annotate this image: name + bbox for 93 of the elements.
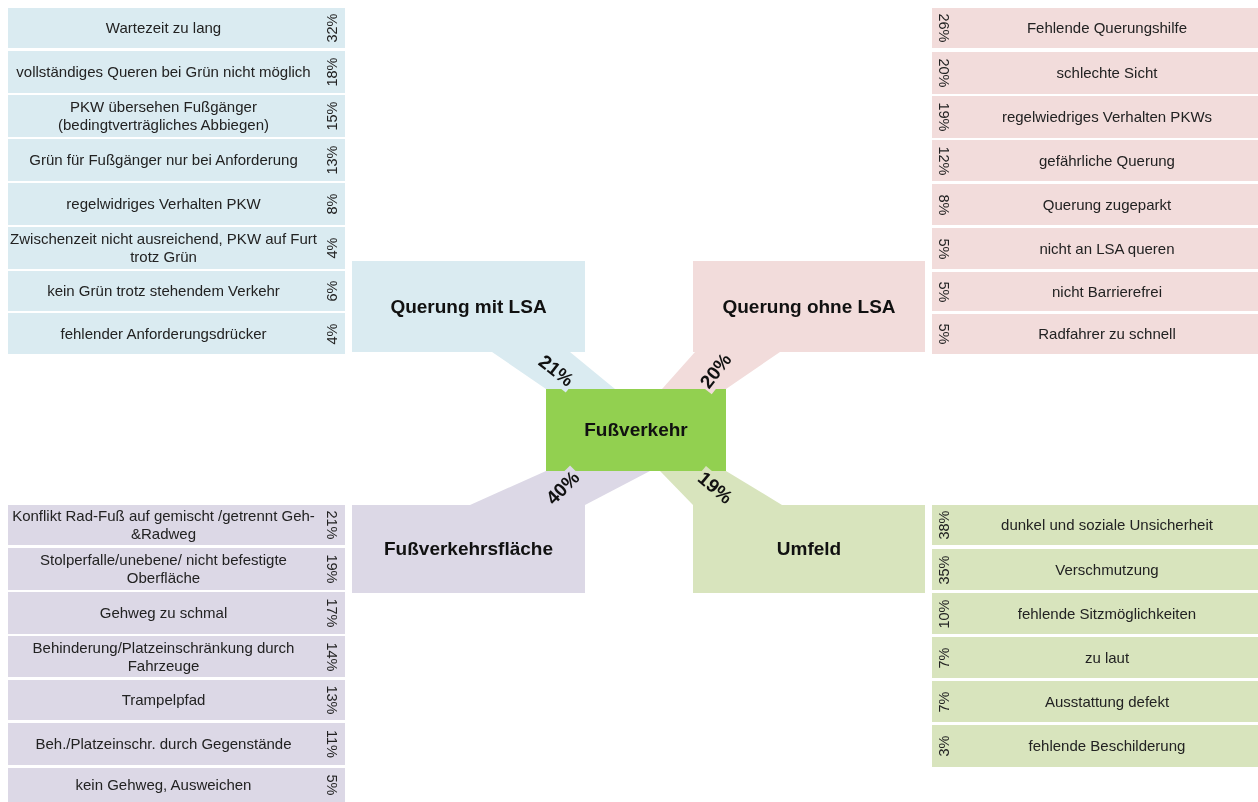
item-box [932, 725, 1258, 767]
percentage-text: 35% [936, 555, 952, 584]
percentage-text: 5% [936, 238, 952, 259]
item-text: Behinderung/Platzeinschränkung durch Fahrzeuge [31, 638, 296, 675]
category-title: Umfeld [776, 538, 842, 560]
item-box [932, 228, 1258, 269]
percentage-text: 10% [936, 599, 952, 628]
item-text: Grün für Fußgänger nur bei Anforderung [29, 151, 298, 169]
item-box [932, 505, 1258, 545]
item-text: Stolperfalle/unebene/ nicht befestigte Oberfläche [39, 551, 288, 587]
item-box [932, 96, 1258, 138]
percentage-text: 21% [324, 510, 340, 540]
item-box [932, 593, 1258, 634]
percentage-text: 7% [936, 691, 952, 712]
percentage-text: 26% [936, 13, 952, 43]
item-box [932, 140, 1258, 181]
item-box [8, 8, 345, 48]
item-text: Wartezeit zu lang [105, 19, 222, 37]
item-box [8, 592, 345, 634]
item-text: Beh./Platzeinschr. durch Gegenstände [35, 735, 292, 753]
item-box [932, 549, 1258, 590]
item-box [932, 52, 1258, 94]
item-text: kein Gehweg, Ausweichen [75, 776, 252, 794]
item-text: Zwischenzeit nicht ausreichend, PKW auf Furt trotz Grün [9, 230, 318, 266]
item-text: Ausstattung defekt [1044, 692, 1170, 711]
item-box [8, 723, 345, 765]
item-text: Verschmutzung [1055, 560, 1159, 579]
item-box [932, 637, 1258, 678]
percentage-text: 4% [324, 323, 340, 344]
category-title: Querung mit LSA [390, 295, 547, 318]
percentage-text: 6% [324, 280, 340, 302]
item-text: dunkel und soziale Unsicherheit [1001, 516, 1213, 534]
item-text: vollständiges Queren bei Grün nicht möglich [16, 63, 311, 81]
item-box [932, 314, 1258, 354]
percentage-text: 19% [324, 554, 340, 584]
item-text: Radfahrer zu schnell [1038, 325, 1176, 343]
percentage-text: 17% [324, 598, 340, 628]
item-box [932, 8, 1258, 48]
percentage-text: 14% [324, 642, 340, 671]
item-text: fehlende Sitzmöglichkeiten [1017, 604, 1197, 623]
item-box [8, 680, 345, 720]
item-text: Querung zugeparkt [1042, 195, 1172, 214]
percentage-text: 3% [936, 735, 952, 757]
percentage-text: 32% [324, 13, 340, 43]
item-text: PKW übersehen Fußgänger (bedingtverträgliches Abbiegen) [57, 98, 270, 134]
item-box [8, 95, 345, 137]
item-text: Konflikt Rad-Fuß auf gemischt /getrennt Geh-&Radweg [11, 507, 316, 543]
percentage-text: 13% [324, 685, 340, 715]
percentage-text: 38% [936, 510, 952, 540]
percentage-text: 7% [936, 647, 952, 668]
item-text: fehlender Anforderungsdrücker [60, 324, 267, 343]
percentage-text: 5% [936, 281, 952, 302]
item-box [8, 505, 345, 545]
percentage-text: 5% [324, 774, 340, 796]
item-box [932, 184, 1258, 225]
item-text: nicht an LSA queren [1039, 239, 1175, 258]
category-title: Querung ohne LSA [722, 295, 896, 318]
item-text: Trampelpfad [121, 691, 206, 709]
percentage-text: 11% [324, 730, 340, 758]
item-text: Gehweg zu schmal [99, 604, 228, 622]
item-text: nicht Barrierefrei [1051, 282, 1162, 301]
percentage-text: 19% [936, 102, 952, 132]
item-box [8, 271, 345, 311]
item-box [932, 681, 1258, 722]
item-text: kein Grün trotz stehendem Verkehr [47, 282, 280, 300]
item-box [8, 313, 345, 354]
central-title: Fußverkehr [584, 419, 688, 441]
item-text: fehlende Beschilderung [1028, 737, 1186, 755]
item-text: regelwiedriges Verhalten PKWs [1001, 108, 1213, 126]
percentage-text: 8% [936, 194, 952, 215]
item-box [8, 636, 345, 677]
item-text: regelwidriges Verhalten PKW [66, 195, 261, 213]
central-box [546, 389, 726, 471]
percentage-text: 18% [324, 57, 340, 87]
percentage-text: 4% [324, 237, 340, 259]
percentage-text: 15% [324, 101, 340, 131]
item-text: Fehlende Querungshilfe [1026, 19, 1188, 37]
percentage-text: 5% [936, 323, 952, 345]
item-box [8, 51, 345, 93]
item-text: gefährliche Querung [1039, 151, 1175, 170]
item-box [8, 183, 345, 225]
percentage-text: 12% [936, 146, 952, 175]
item-box [8, 139, 345, 181]
item-box [8, 768, 345, 802]
item-box [8, 548, 345, 590]
item-text: schlechte Sicht [1056, 64, 1158, 82]
item-box [8, 227, 345, 269]
percentage-text: 8% [324, 193, 340, 215]
percentage-text: 20% [936, 58, 952, 88]
item-box [932, 272, 1258, 311]
item-text: zu laut [1084, 648, 1130, 667]
percentage-text: 13% [324, 145, 340, 175]
category-title: Fußverkehrsfläche [384, 538, 553, 560]
